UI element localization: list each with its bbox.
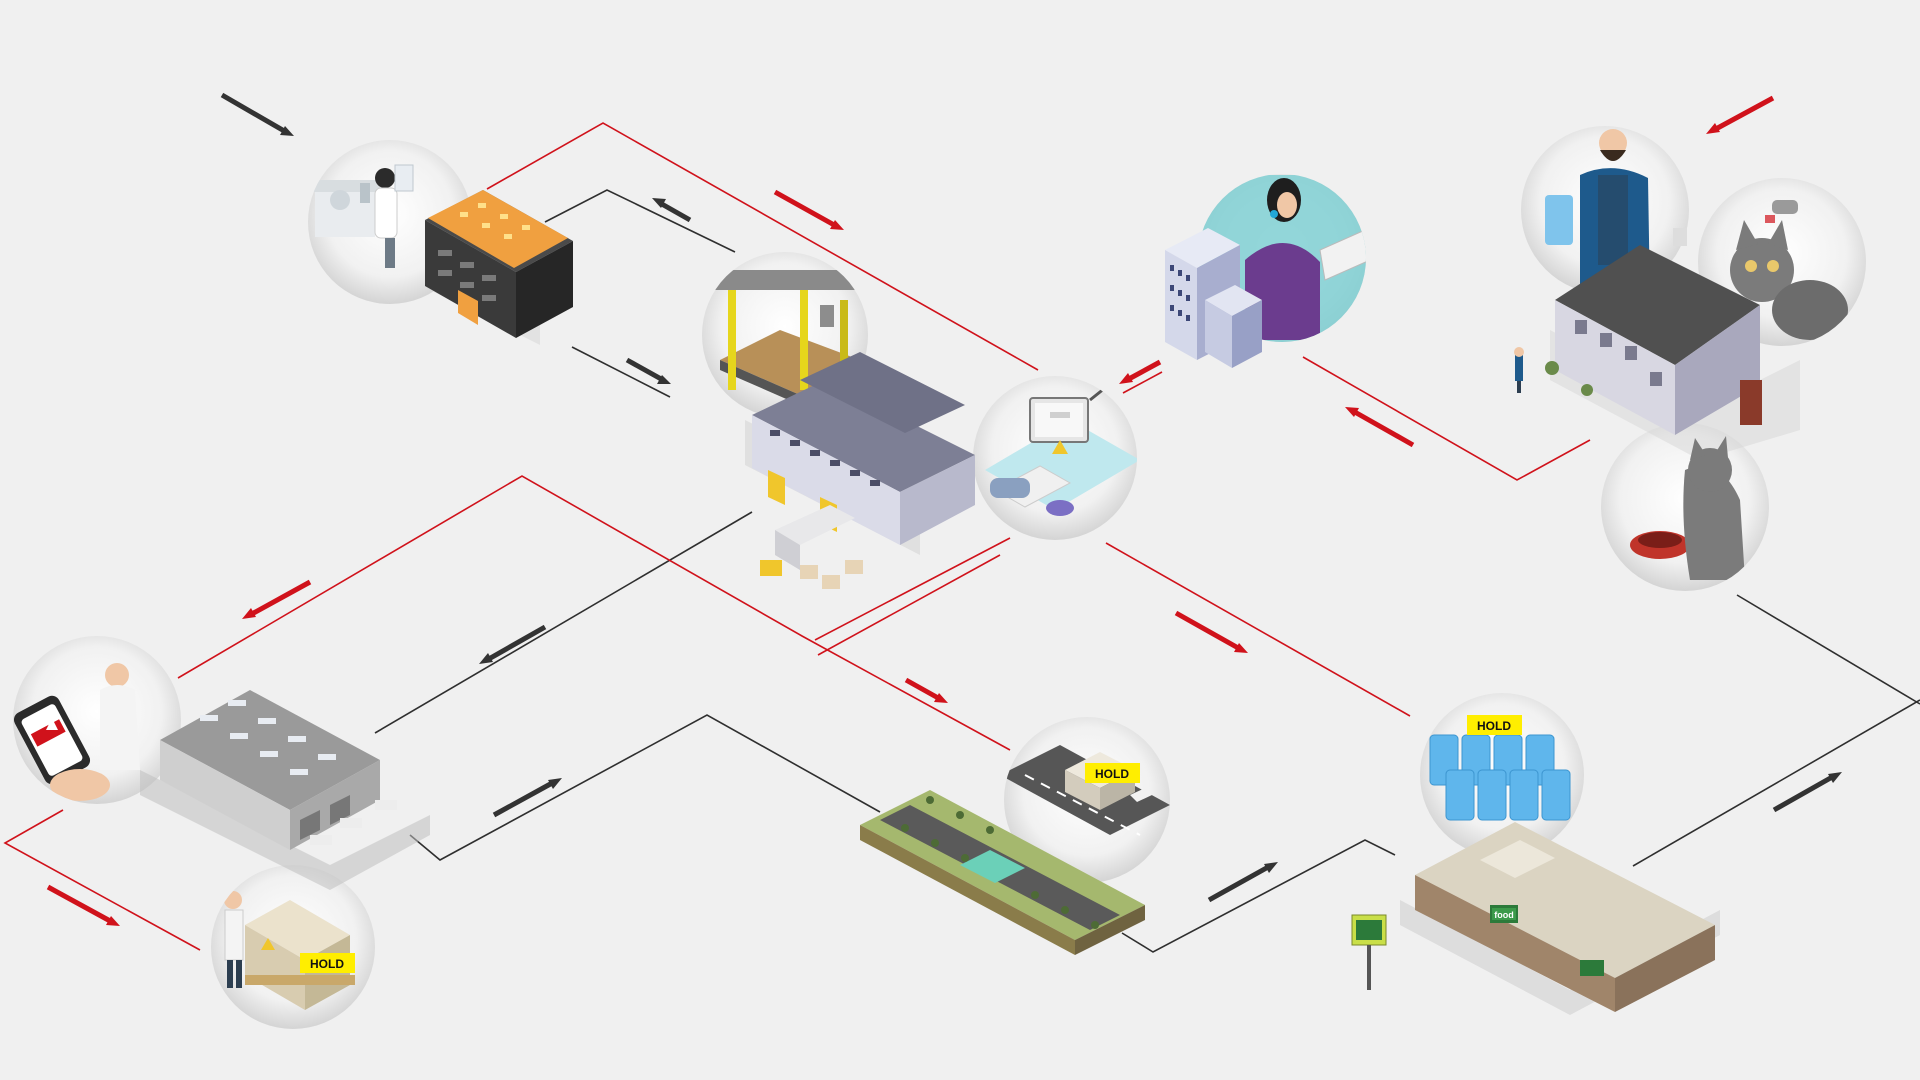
hold-label: HOLD	[1477, 719, 1511, 733]
truck-on-highway-icon	[860, 745, 1170, 955]
alert-flow-lines	[3, 122, 1591, 951]
arrow-icon	[46, 884, 120, 926]
arrow-icon	[1207, 862, 1278, 903]
computer-alert-icon	[985, 376, 1137, 516]
normal-flow-lines	[374, 189, 1920, 953]
arrow-icon	[904, 677, 948, 703]
factory-building-icon	[425, 190, 573, 345]
distribution-warehouse-icon	[140, 690, 430, 890]
hold-badge: HOLD	[1467, 715, 1522, 735]
arrow-icon	[1706, 95, 1775, 134]
hold-label: HOLD	[1095, 767, 1129, 781]
arrow-icon	[625, 357, 671, 384]
hold-badge: HOLD	[300, 953, 355, 973]
arrow-icon	[220, 92, 294, 136]
arrow-icon	[773, 189, 844, 230]
hold-badge: HOLD	[1085, 763, 1140, 783]
store-pylon-icon	[1351, 914, 1387, 990]
processing-plant-icon	[702, 270, 975, 589]
arrow-icon	[652, 198, 692, 223]
lab-scientist-icon	[310, 164, 414, 268]
cat-icon	[1730, 200, 1848, 340]
arrow-icon	[242, 579, 312, 619]
arrow-icon	[1174, 610, 1248, 653]
support-agent-icon	[1165, 175, 1366, 368]
arrow-icon	[492, 778, 562, 818]
arrow-icon	[1119, 359, 1162, 384]
cat-food-bowl-icon	[1630, 436, 1745, 580]
mobile-alert-icon	[13, 663, 140, 801]
arrow-icon	[1345, 407, 1415, 448]
store-sign-text: food	[1494, 910, 1514, 920]
hold-label: HOLD	[310, 957, 344, 971]
grocery-store-icon: food	[1351, 734, 1720, 1015]
arrow-icon	[1772, 772, 1842, 813]
flow-arrows	[46, 92, 1842, 926]
consumer-home-icon	[1514, 129, 1848, 460]
arrow-icon	[479, 624, 547, 664]
